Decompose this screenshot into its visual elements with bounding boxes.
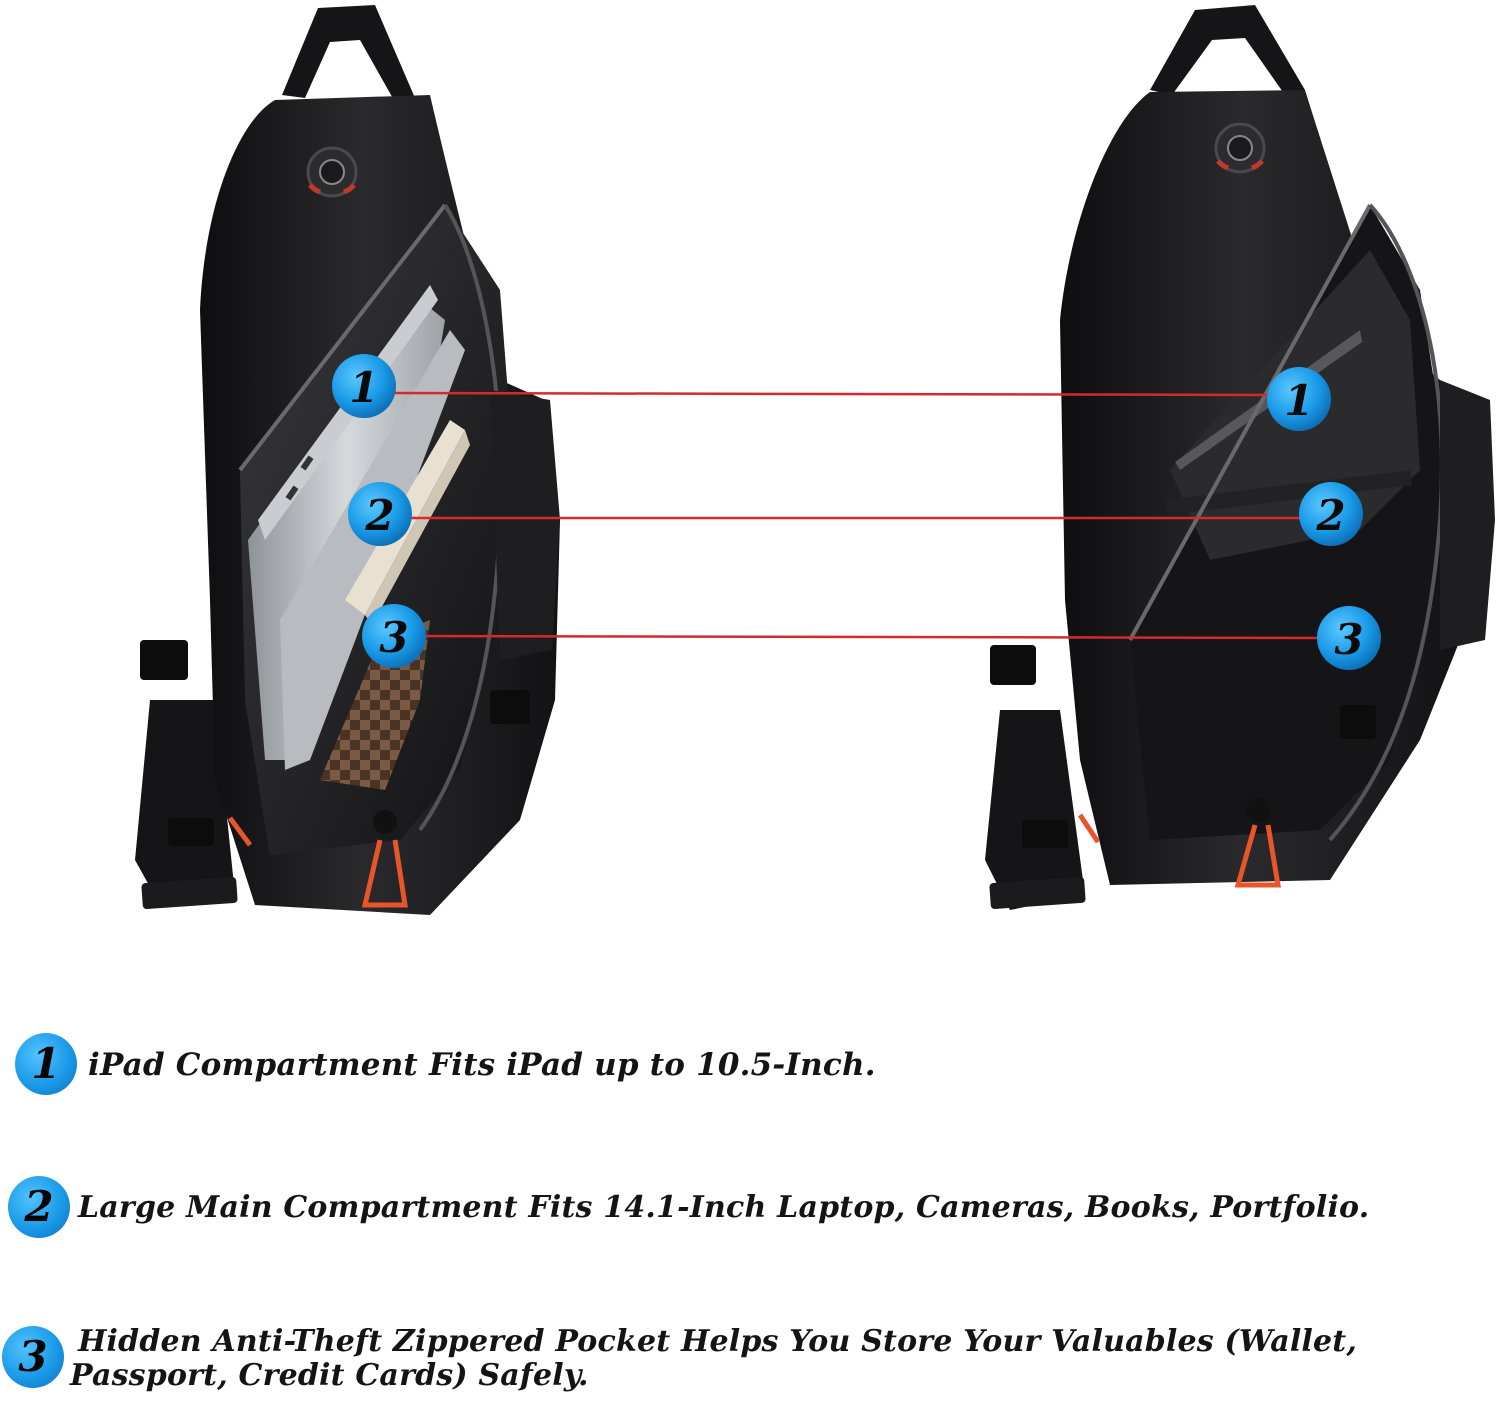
feature-1-text: iPad Compartment Fits iPad up to 10.5-In… <box>88 1047 876 1083</box>
right-badges: 1 2 3 <box>1267 367 1381 670</box>
callout-line-1 <box>379 391 1291 397</box>
left-badge-3-number: 3 <box>379 613 408 662</box>
right-badge-3: 3 <box>1317 606 1381 670</box>
feature-3-badge: 3 <box>2 1326 64 1388</box>
product-illustration: 1 2 3 1 2 3 <box>135 5 1495 915</box>
feature-3-text-line-2: Passport, Credit Cards) Safely. <box>70 1358 589 1393</box>
left-bag <box>135 5 560 915</box>
feature-2-badge: 2 <box>8 1176 70 1238</box>
left-badge-2-number: 2 <box>364 491 394 540</box>
left-badge-1-number: 1 <box>349 363 378 412</box>
right-badge-1-number: 1 <box>1284 376 1313 425</box>
feature-3-text-line-1: Hidden Anti-Theft Zippered Pocket Helps … <box>78 1324 1358 1359</box>
feature-1: 1 iPad Compartment Fits iPad up to 10.5-… <box>0 1033 1500 1095</box>
right-badge-2: 2 <box>1299 482 1363 546</box>
feature-3: 3 Hidden Anti-Theft Zippered Pocket Help… <box>0 1324 1500 1406</box>
left-badge-2: 2 <box>348 482 412 546</box>
feature-2-text: Large Main Compartment Fits 14.1-Inch La… <box>78 1190 1370 1225</box>
right-badge-1: 1 <box>1267 367 1331 431</box>
callout-lines <box>379 391 1341 640</box>
right-badge-3-number: 3 <box>1334 615 1363 664</box>
left-badges: 1 2 3 <box>332 354 426 668</box>
callout-line-3 <box>409 634 1341 640</box>
left-badge-1: 1 <box>332 354 396 418</box>
right-bag <box>985 5 1495 910</box>
right-badge-2-number: 2 <box>1315 491 1345 540</box>
feature-1-badge: 1 <box>15 1033 77 1095</box>
feature-2: 2 Large Main Compartment Fits 14.1-Inch … <box>0 1176 1500 1238</box>
left-badge-3: 3 <box>362 604 426 668</box>
